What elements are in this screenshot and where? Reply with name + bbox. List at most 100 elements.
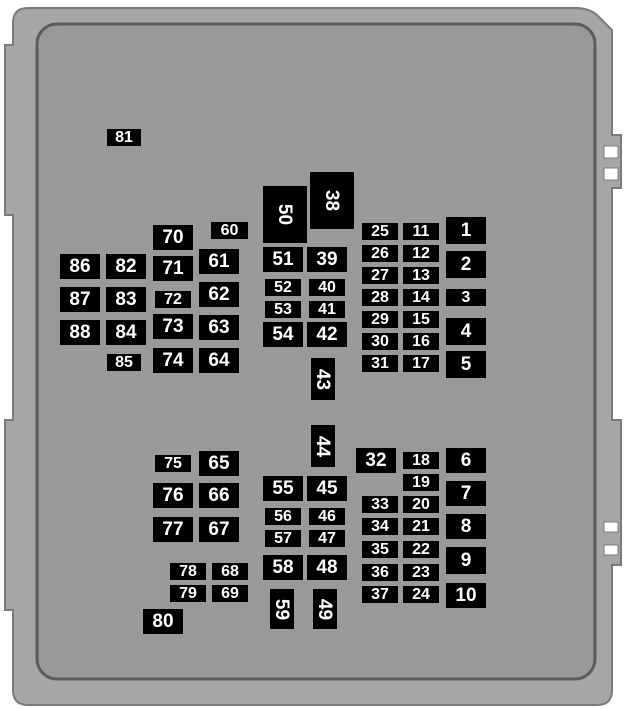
fuse-label: 4 xyxy=(460,321,472,342)
fuse-49: 49 xyxy=(313,589,337,629)
fuse-57: 57 xyxy=(265,530,301,547)
fuse-label: 9 xyxy=(460,550,472,571)
fuse-label: 67 xyxy=(208,519,230,540)
fuse-38: 38 xyxy=(310,172,354,229)
fuse-label: 63 xyxy=(208,317,230,338)
fuse-28: 28 xyxy=(362,289,398,306)
fuse-47: 47 xyxy=(309,530,345,547)
fuse-label: 45 xyxy=(316,478,338,499)
fuse-label: 54 xyxy=(272,324,294,345)
fuse-11: 11 xyxy=(403,223,439,240)
fuse-39: 39 xyxy=(307,247,347,272)
fuse-label: 32 xyxy=(365,450,387,471)
fuse-80: 80 xyxy=(143,609,183,634)
fuse-7: 7 xyxy=(446,481,486,506)
fuse-label: 88 xyxy=(69,322,91,343)
fuse-label: 39 xyxy=(316,249,338,270)
fuse-4: 4 xyxy=(446,318,486,345)
fuse-label: 73 xyxy=(162,316,184,337)
fuse-14: 14 xyxy=(403,289,439,306)
fuse-34: 34 xyxy=(362,518,398,535)
fuse-64: 64 xyxy=(199,348,239,373)
fuse-19: 19 xyxy=(403,474,439,491)
fuse-21: 21 xyxy=(403,518,439,535)
fuse-label: 65 xyxy=(208,453,230,474)
fuse-76: 76 xyxy=(153,483,193,508)
fuse-label: 51 xyxy=(272,249,294,270)
fuse-label: 37 xyxy=(371,585,389,603)
fuse-54: 54 xyxy=(263,322,303,347)
fuse-label: 52 xyxy=(274,278,292,296)
fuse-51: 51 xyxy=(263,247,303,272)
fuse-label: 11 xyxy=(412,222,430,240)
fuse-74: 74 xyxy=(153,348,193,373)
fuse-15: 15 xyxy=(403,311,439,328)
fuse-label: 6 xyxy=(460,450,472,471)
fuse-label: 44 xyxy=(312,435,334,457)
fuse-10: 10 xyxy=(446,583,486,608)
fuse-label: 80 xyxy=(152,611,174,632)
fuse-label: 50 xyxy=(274,203,296,226)
fuse-label: 85 xyxy=(115,353,133,371)
fuse-label: 70 xyxy=(162,227,184,248)
fuse-63: 63 xyxy=(199,315,239,340)
fuse-label: 43 xyxy=(312,368,334,390)
fuse-label: 22 xyxy=(412,540,430,558)
fuse-18: 18 xyxy=(403,452,439,469)
fuse-label: 49 xyxy=(314,598,336,620)
fuse-label: 41 xyxy=(318,300,336,318)
fuse-label: 61 xyxy=(208,251,230,272)
fuse-label: 31 xyxy=(371,354,389,372)
fuse-68: 68 xyxy=(212,563,248,580)
fuse-label: 75 xyxy=(164,454,182,472)
fuse-82: 82 xyxy=(106,254,146,279)
fuse-label: 18 xyxy=(412,451,430,469)
fuse-label: 29 xyxy=(371,310,389,328)
fuse-71: 71 xyxy=(153,256,193,281)
fuse-43: 43 xyxy=(311,358,335,400)
inner-panel xyxy=(35,22,597,681)
fuse-8: 8 xyxy=(446,514,486,539)
fuse-label: 72 xyxy=(164,290,182,308)
fuse-label: 47 xyxy=(318,529,336,547)
fuse-label: 12 xyxy=(412,244,430,262)
fuse-label: 79 xyxy=(179,584,197,602)
fuse-58: 58 xyxy=(263,555,303,580)
fuse-6: 6 xyxy=(446,448,486,473)
fuse-65: 65 xyxy=(199,451,239,476)
fuse-label: 21 xyxy=(412,517,430,535)
fuse-24: 24 xyxy=(403,586,439,603)
fuse-45: 45 xyxy=(307,476,347,501)
fuse-81: 81 xyxy=(107,129,141,146)
fuse-2: 2 xyxy=(446,251,486,278)
fuse-label: 60 xyxy=(220,221,239,239)
fuse-77: 77 xyxy=(153,517,193,542)
fuse-83: 83 xyxy=(106,287,146,312)
fuse-41: 41 xyxy=(309,301,345,318)
fuse-31: 31 xyxy=(362,355,398,372)
fuse-label: 77 xyxy=(162,519,184,540)
fuse-78: 78 xyxy=(170,563,206,580)
fuse-16: 16 xyxy=(403,333,439,350)
fuse-67: 67 xyxy=(199,517,239,542)
fuse-label: 25 xyxy=(371,222,389,240)
fuse-5: 5 xyxy=(446,351,486,378)
fuse-48: 48 xyxy=(307,555,347,580)
fuse-label: 7 xyxy=(460,483,472,504)
fuse-1: 1 xyxy=(446,217,486,244)
fuse-label: 8 xyxy=(460,516,472,537)
fuse-label: 81 xyxy=(115,128,133,146)
fuse-52: 52 xyxy=(265,279,301,296)
fuse-79: 79 xyxy=(170,585,206,602)
fuse-72: 72 xyxy=(155,291,191,308)
fuse-label: 69 xyxy=(221,584,239,602)
fuse-23: 23 xyxy=(403,564,439,581)
fuse-label: 64 xyxy=(208,350,230,371)
fuse-85: 85 xyxy=(107,354,141,371)
fuse-86: 86 xyxy=(60,254,100,279)
fuse-20: 20 xyxy=(403,496,439,513)
fuse-32: 32 xyxy=(356,448,396,473)
fuse-label: 3 xyxy=(461,288,471,306)
fuse-44: 44 xyxy=(311,425,335,467)
fuse-29: 29 xyxy=(362,311,398,328)
